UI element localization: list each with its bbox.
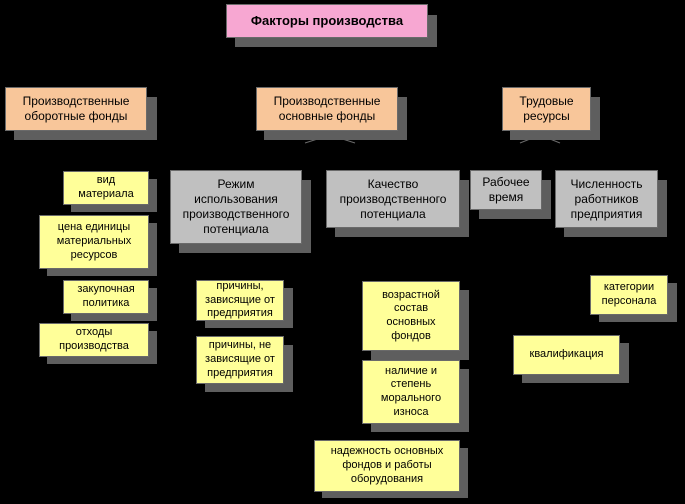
- node-mode-of-use: Режим использования производственного по…: [170, 170, 302, 244]
- item-reliability: надежность основных фондов и работы обор…: [314, 440, 460, 492]
- item-production-waste: отходы производства: [39, 323, 149, 357]
- item-staff-categories: категории персонала: [590, 275, 668, 315]
- item-internal-causes: причины, зависящие от предприятия: [196, 280, 284, 321]
- node-labor-resources: Трудовые ресурсы: [502, 87, 591, 131]
- item-unit-price: цена единицы материальных ресурсов: [39, 215, 149, 269]
- diagram-title: Факторы производства: [226, 4, 428, 38]
- item-purchase-policy: закупочная политика: [63, 280, 149, 314]
- item-asset-age: возрастной состав основных фондов: [362, 281, 460, 351]
- item-material-type: вид материала: [63, 171, 149, 205]
- node-headcount: Численность работников предприятия: [555, 170, 658, 228]
- node-fixed-assets: Производственные основные фонды: [256, 87, 398, 131]
- item-external-causes: причины, не зависящие от предприятия: [196, 336, 284, 384]
- node-work-time: Рабочее время: [470, 170, 542, 210]
- node-working-capital: Производственные оборотные фонды: [5, 87, 147, 131]
- item-qualification: квалификация: [513, 335, 620, 375]
- item-obsolescence: наличие и степень морального износа: [362, 360, 460, 424]
- node-quality: Качество производственного потенциала: [326, 170, 460, 228]
